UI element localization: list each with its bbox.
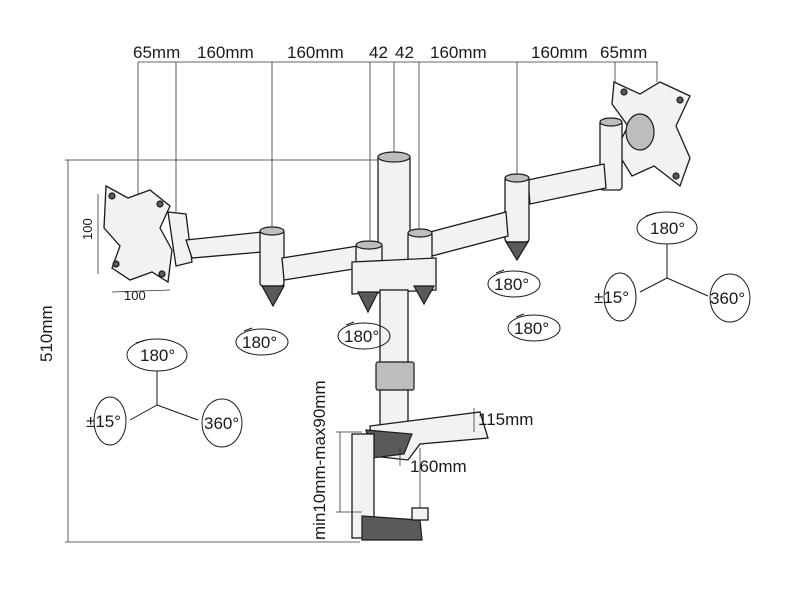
rot-right-head-swivel: 360°: [710, 289, 745, 308]
height-dimension: 510mm: [37, 159, 388, 543]
dim-vesa-bottom: 100: [124, 288, 146, 303]
center-pole: [351, 151, 489, 541]
dim-clamp-range: min10mm-max90mm: [310, 380, 329, 540]
dim-top-4: 42: [369, 43, 388, 62]
rot-joint-center: 180°: [344, 327, 379, 346]
dim-top-5: 42: [395, 43, 414, 62]
rotation-group-left-head: 180° ±15° 360°: [86, 338, 243, 448]
left-vesa-plate: 100 100: [80, 184, 193, 303]
dim-base-depth: 115mm: [478, 410, 533, 429]
top-dimension-labels: 65mm 160mm 160mm 42 42 160mm 160mm 65mm: [133, 43, 647, 62]
dim-base-width: 160mm: [410, 457, 467, 476]
base-dimensions: 115mm 160mm min10mm-max90mm: [310, 380, 533, 540]
dim-vesa-left: 100: [80, 218, 95, 240]
dim-top-3: 160mm: [287, 43, 344, 62]
top-dimension-lines: [137, 61, 658, 240]
rotation-joint-center: 180°: [337, 321, 391, 350]
rot-left-head-tilt: ±15°: [86, 412, 121, 431]
dim-height-total: 510mm: [37, 305, 56, 362]
dim-top-8: 65mm: [600, 43, 647, 62]
rotation-joint-right-lower: 180°: [507, 313, 561, 342]
dim-top-1: 65mm: [133, 43, 180, 62]
rotation-group-right-head: 180° ±15° 360°: [594, 211, 751, 323]
rot-left-head-swivel: 360°: [204, 414, 239, 433]
rot-joint-right-lower: 180°: [514, 319, 549, 338]
dim-top-7: 160mm: [531, 43, 588, 62]
rotation-joint-right-upper: 180°: [487, 269, 541, 298]
rot-joint-right-upper: 180°: [494, 275, 529, 294]
dim-top-6: 160mm: [430, 43, 487, 62]
rot-left-head-top: 180°: [140, 346, 175, 365]
dim-top-2: 160mm: [197, 43, 254, 62]
rot-joint-left-arm: 180°: [242, 333, 277, 352]
right-arm: [429, 117, 623, 262]
rot-right-head-top: 180°: [650, 219, 685, 238]
left-arm: [185, 226, 361, 308]
right-vesa-plate: [611, 81, 691, 188]
rot-right-head-tilt: ±15°: [594, 288, 629, 307]
rotation-joint-left-arm: 180°: [235, 327, 289, 356]
